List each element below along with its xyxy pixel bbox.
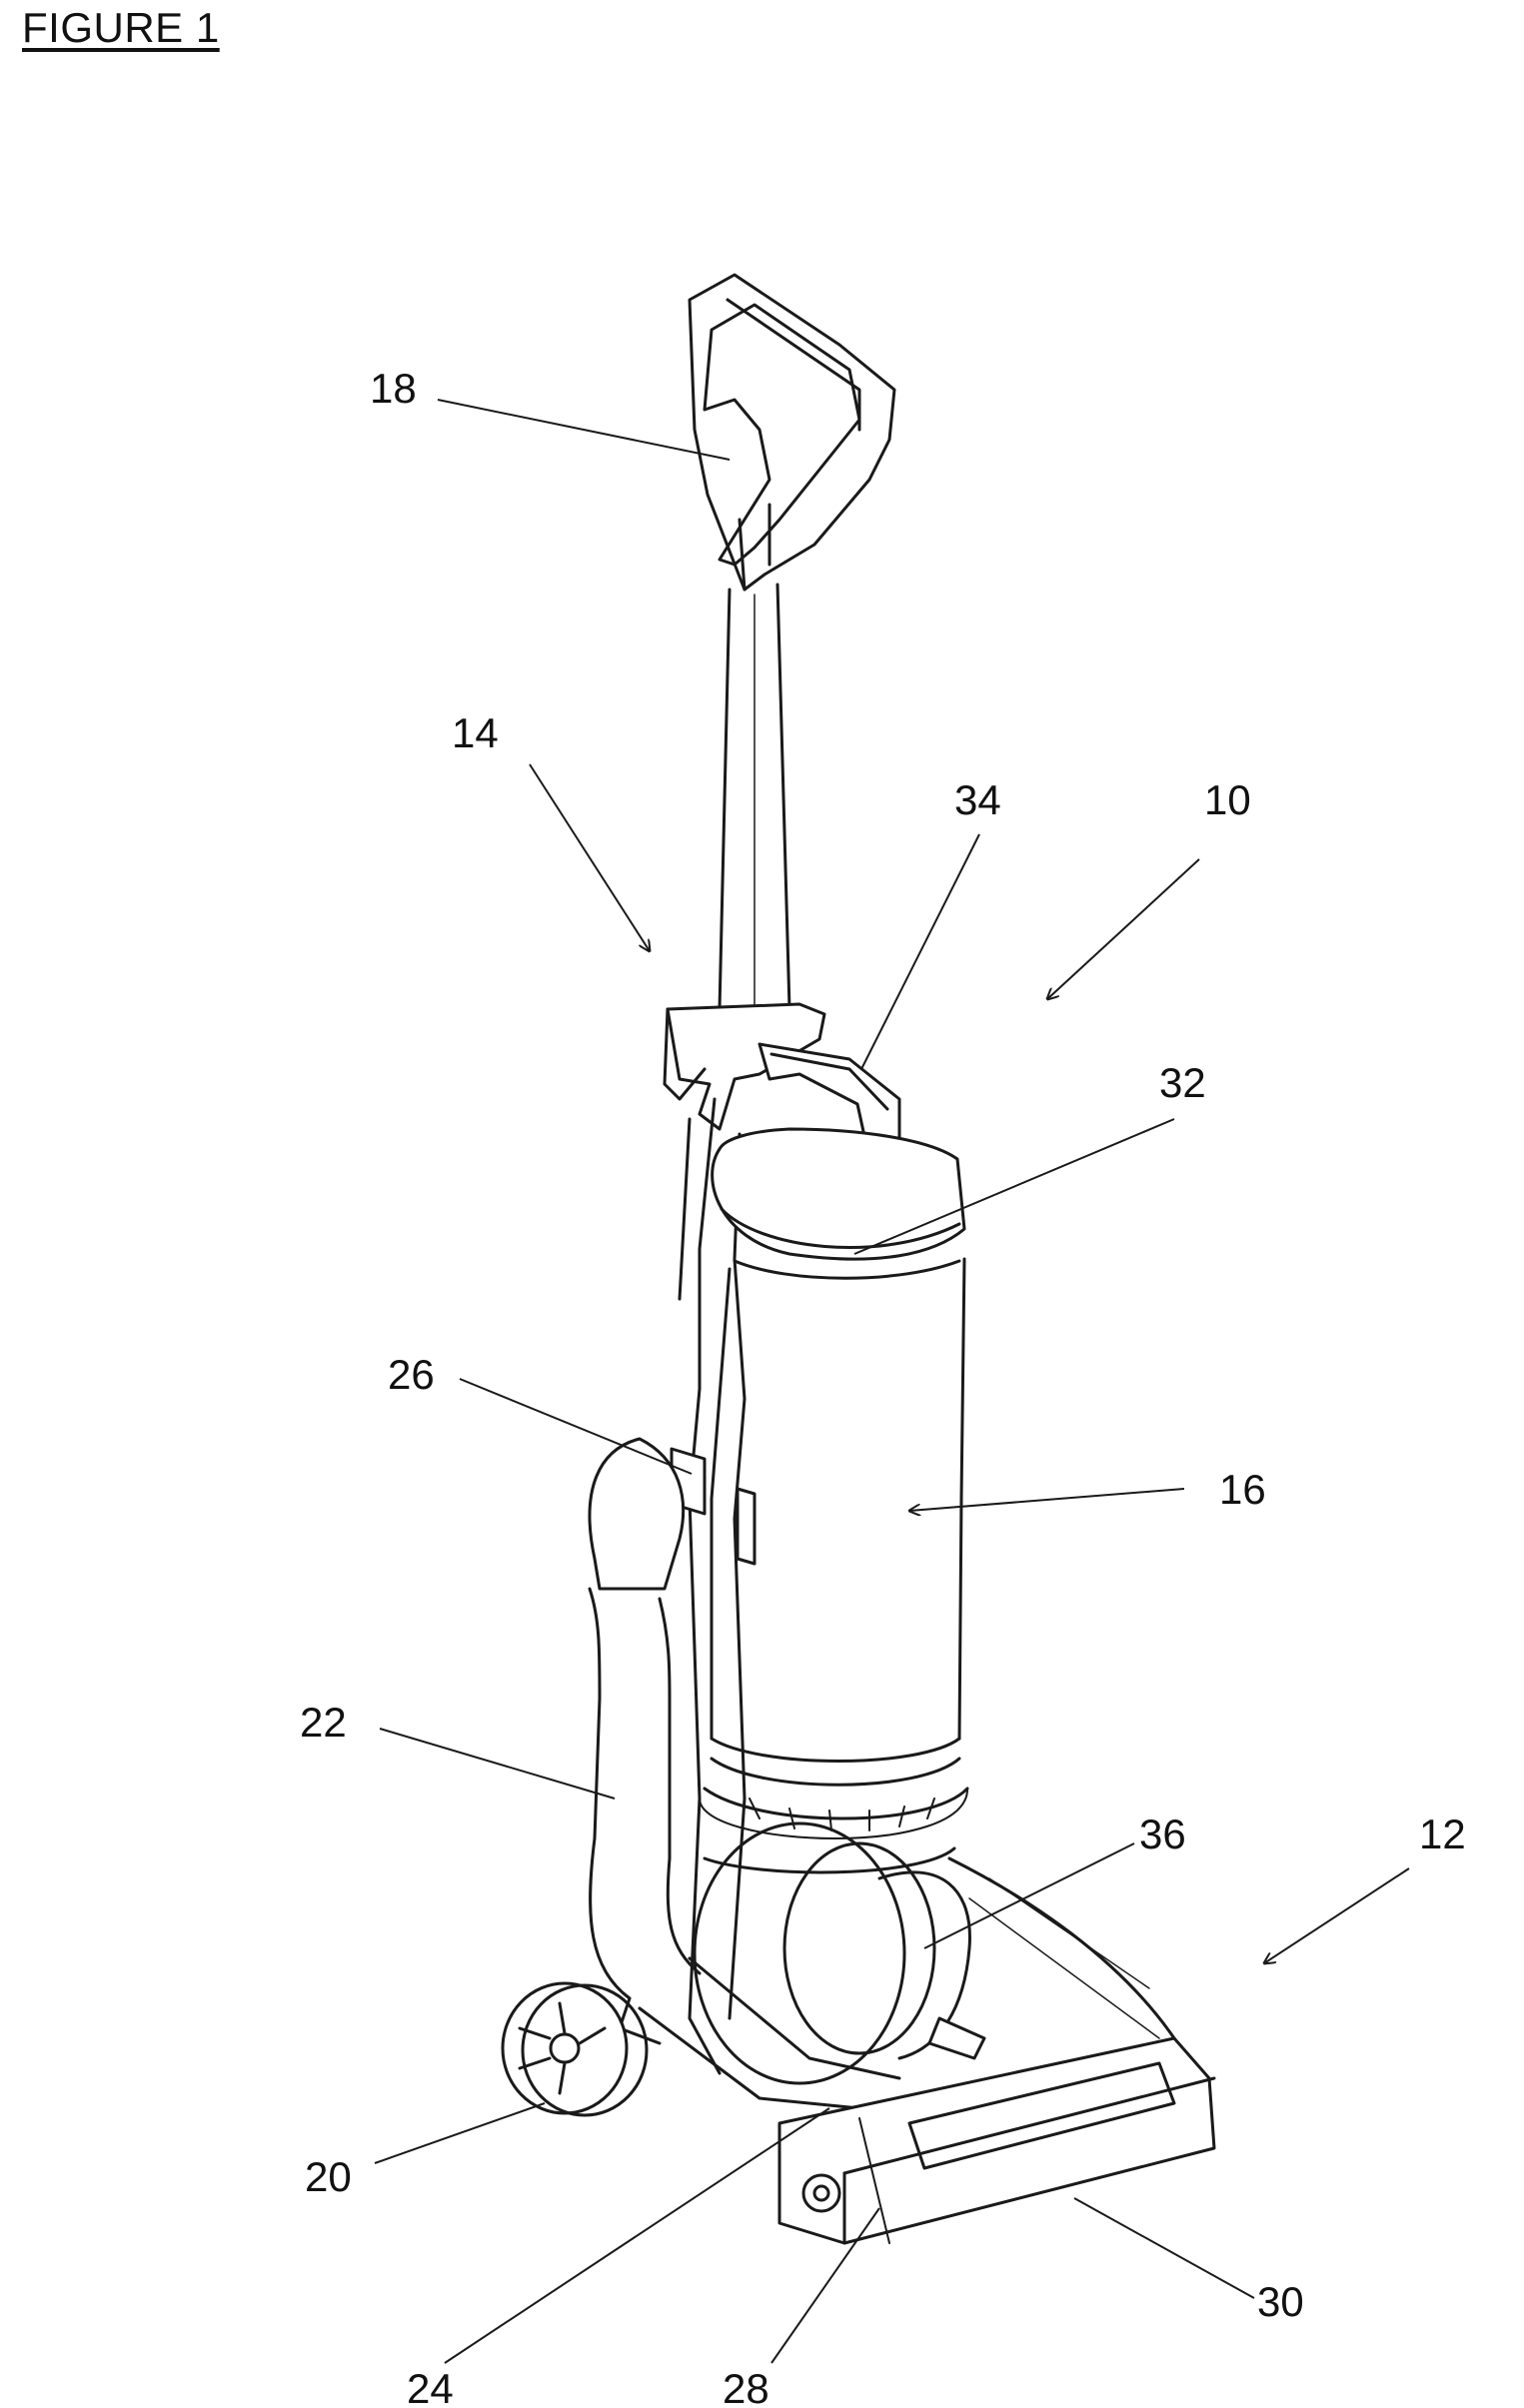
leader-line (445, 2108, 829, 2363)
wand-tube (720, 585, 789, 1009)
label-30: 30 (1257, 2278, 1304, 2325)
handle-grip (690, 275, 894, 590)
label-36: 36 (1139, 1810, 1186, 1857)
leader-line (438, 400, 730, 460)
leader-line (460, 1379, 692, 1474)
hose (590, 1439, 700, 2043)
label-20: 20 (305, 2153, 352, 2200)
chassis-arm (640, 1958, 899, 2108)
leader-line (909, 1489, 1184, 1511)
label-28: 28 (723, 2365, 769, 2408)
leader-line (530, 764, 650, 951)
leader-line (1264, 1868, 1409, 1963)
label-32: 32 (1159, 1059, 1206, 1106)
separator-lid (713, 1129, 964, 1278)
label-34: 34 (954, 776, 1001, 823)
leader-line (1074, 2198, 1254, 2298)
leader-line (375, 2103, 545, 2163)
leader-line (1047, 859, 1199, 999)
label-24: 24 (407, 2365, 454, 2408)
label-22: 22 (300, 1699, 347, 1746)
label-16: 16 (1219, 1466, 1266, 1513)
label-10: 10 (1204, 776, 1251, 823)
leader-line (861, 834, 979, 1069)
label-12: 12 (1419, 1810, 1466, 1857)
label-14: 14 (452, 709, 499, 756)
leader-line (924, 1843, 1134, 1948)
label-18: 18 (370, 365, 417, 412)
label-26: 26 (388, 1351, 435, 1398)
leader-line (380, 1729, 615, 1799)
wheel (503, 1983, 647, 2115)
vacuum-cleaner-drawing (503, 275, 1214, 2243)
